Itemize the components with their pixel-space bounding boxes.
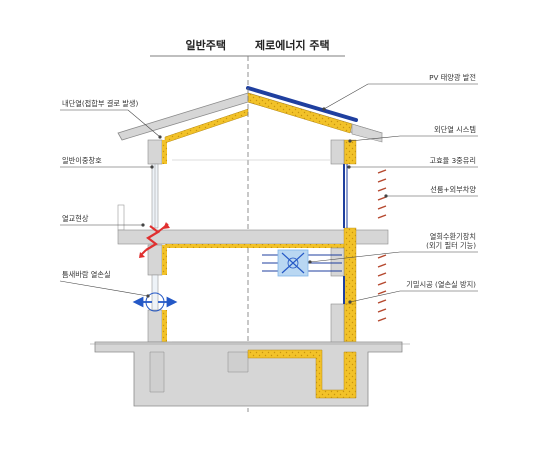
heat-recovery-ventilator <box>262 249 342 277</box>
right-wall-insul-middle <box>343 227 357 305</box>
foundation-insulation <box>247 349 357 399</box>
external-blind <box>377 169 387 322</box>
label-internal-insulation: 내단열(접합부 결로 발생) <box>62 99 138 108</box>
right-wall-lower <box>330 303 345 345</box>
right-wall-upper <box>330 139 345 165</box>
pv-panel <box>246 86 358 122</box>
label-hrv: 열회수환기장치 <box>430 232 476 241</box>
label-triple-glass: 고효율 3중유리 <box>429 156 476 165</box>
label-draft-loss: 틈새바람 열손실 <box>62 270 111 279</box>
label-blind: 선룸+외부차양 <box>430 185 476 194</box>
left-wall-upper <box>147 139 163 165</box>
label-external-insulation: 외단열 시스템 <box>434 125 476 134</box>
right-floor-insulation <box>248 244 344 248</box>
leader-dots <box>141 107 388 304</box>
label-double-window: 일반이중창호 <box>62 156 102 165</box>
thermal-bridge-arrow <box>145 225 160 251</box>
left-wall-lower <box>147 309 163 343</box>
label-thermal-bridge: 열교현상 <box>62 214 89 223</box>
label-hrv-filter: (외기 필터 기능) <box>426 241 476 250</box>
label-pv: PV 태양광 발전 <box>429 73 476 82</box>
left-wall-insul-middle <box>162 245 167 275</box>
label-airtight: 기밀시공 (열손실 방지) <box>406 280 476 289</box>
left-wall-middle <box>147 244 163 276</box>
right-eave <box>351 123 383 143</box>
left-floor-insulation <box>165 244 248 248</box>
right-wall-insul-upper <box>343 139 357 165</box>
right-wall-middle <box>330 247 345 277</box>
title-general-house: 일반주택 <box>186 38 226 52</box>
left-wall-insul-upper <box>162 140 167 164</box>
leader-lines <box>59 83 478 303</box>
title-zero-energy-house: 제로에너지 주택 <box>255 38 330 52</box>
left-wall-insul-lower <box>162 310 167 342</box>
left-railing <box>117 204 125 231</box>
